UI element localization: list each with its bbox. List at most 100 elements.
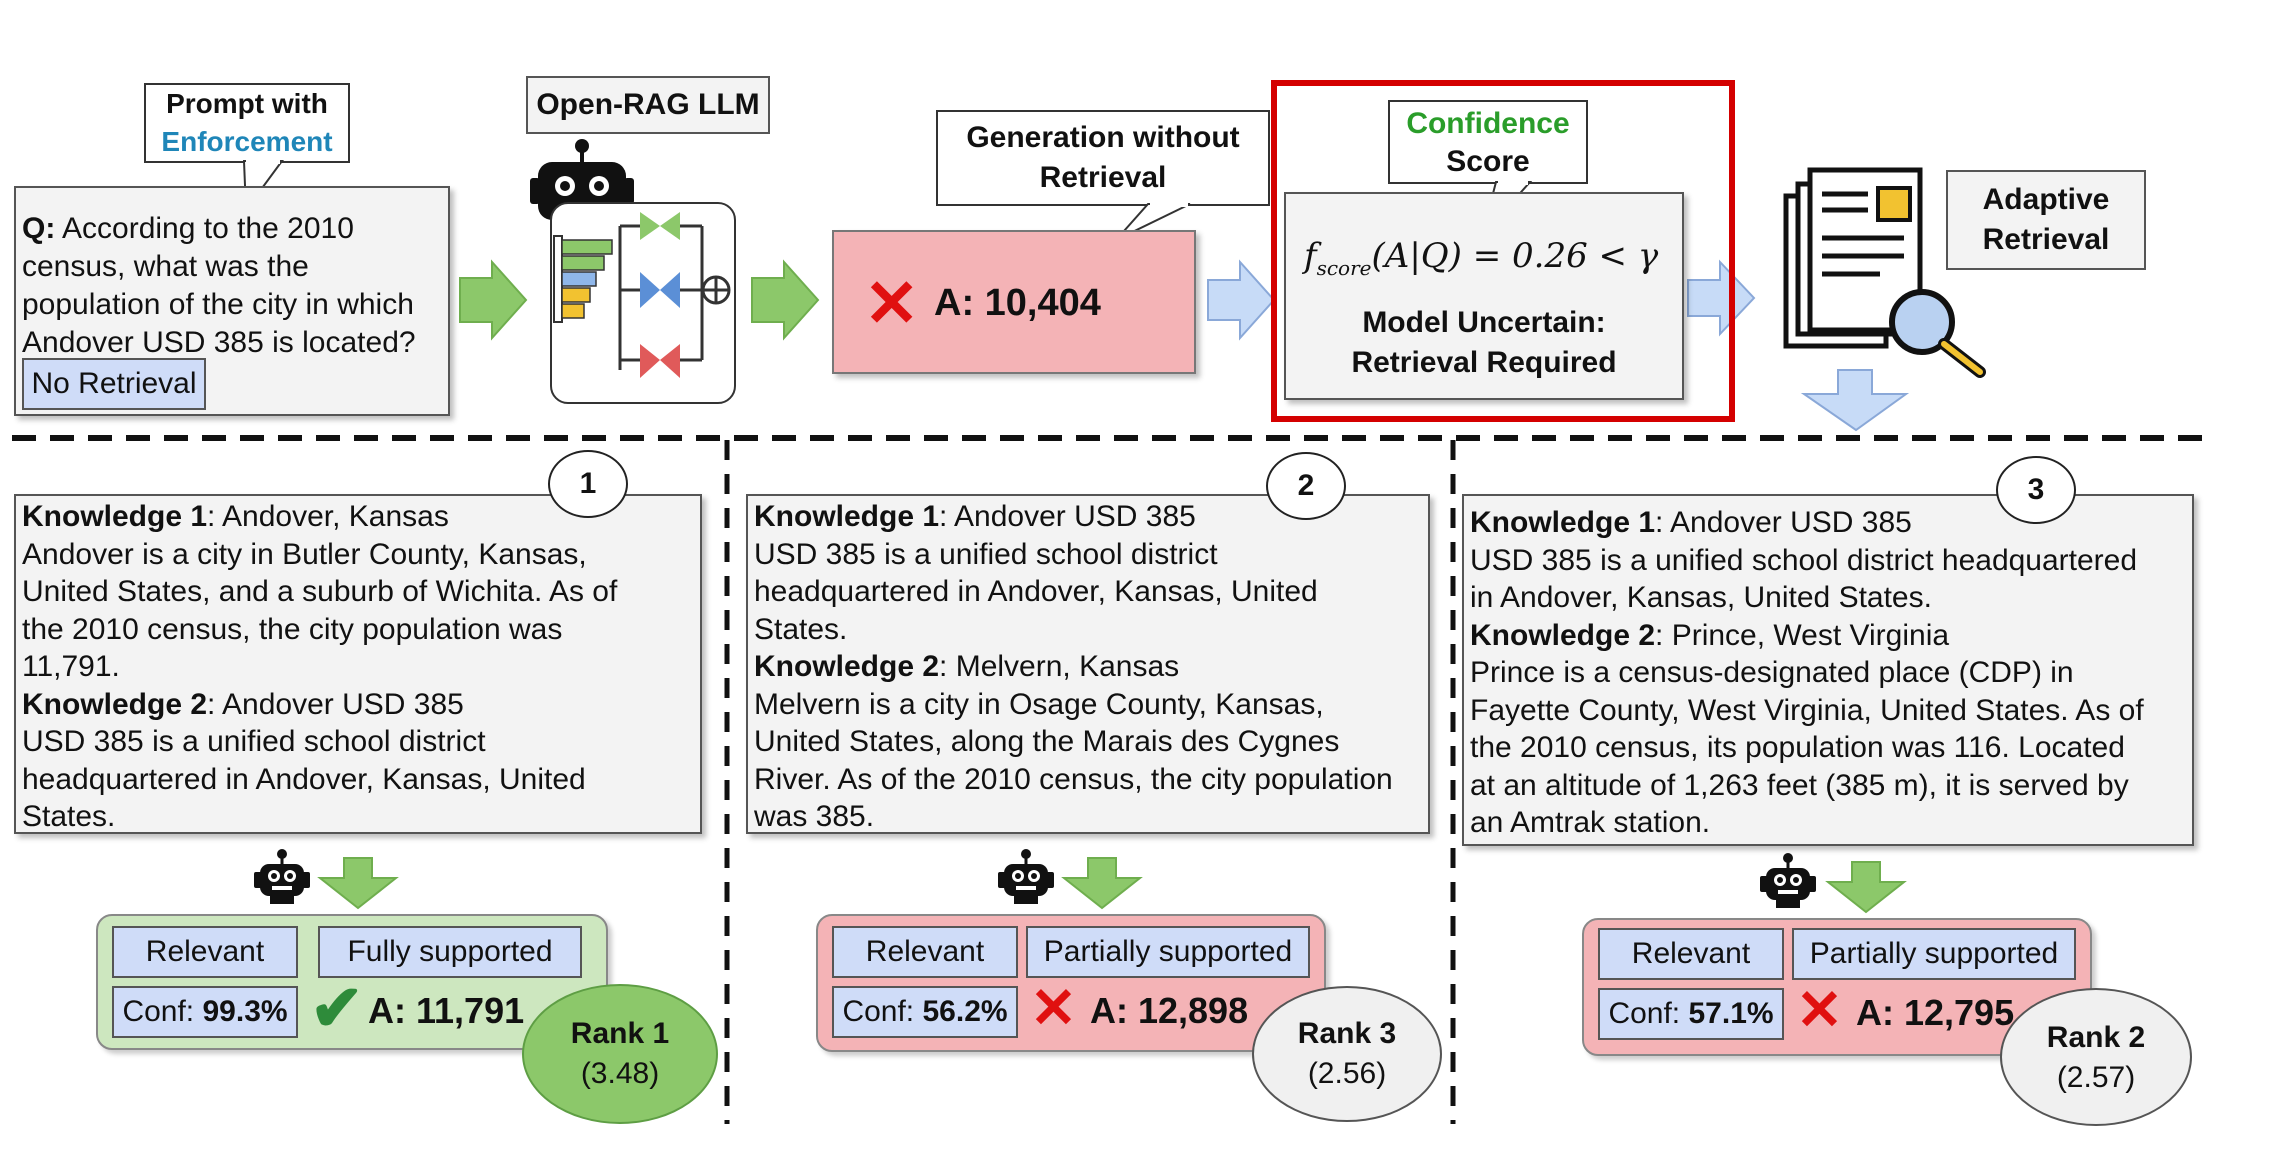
cross-icon: ✕ [864,266,920,340]
knowledge-line: Knowledge 2: Melvern, Kansas [754,650,1180,683]
robot-icon [1760,853,1816,908]
knowledge-box-1: Knowledge 1: Andover, Kansas Andover is … [14,494,702,834]
answer-text: A: 12,795 [1856,992,2015,1033]
conf-value: 56.2% [922,995,1008,1028]
rank-score: (3.48) [580,1057,660,1090]
knowledge-line: the 2010 census, its population was 116.… [1470,731,2125,764]
arrow-down-icon [317,857,399,910]
knowledge-line: Knowledge 2: Prince, West Virginia [1470,618,1950,652]
knowledge-line: was 385. [754,800,875,833]
relevant-badge: Relevant [1598,928,1784,980]
knowledge-line: in Andover, Kansas, United States. [1470,581,1932,614]
knowledge-line: Knowledge 1: Andover, Kansas [22,500,449,533]
adaptive-line1: Adaptive [1982,183,2110,216]
rank-score: (2.56) [1307,1057,1387,1090]
knowledge-box-3: Knowledge 1: Andover USD 385 USD 385 is … [1462,494,2194,846]
rank-label: Rank 3 [1297,1017,1397,1050]
model-uncertain-label: Model Uncertain: [1362,306,1606,339]
knowledge-line: States. [754,612,848,646]
no-retrieval-badge: No Retrieval [22,358,206,410]
formula-sub: score [1316,255,1372,280]
relevant-badge: Relevant [112,926,298,978]
knowledge-line: Prince is a census-designated place (CDP… [1470,656,2074,689]
knowledge-line: Knowledge 1: Andover USD 385 [1470,506,1912,539]
confidence-badge: Conf: 57.1% [1598,988,1784,1040]
gen-tag-line1: Generation without [966,121,1240,154]
arrow-down-icon [1061,857,1143,910]
knowledge-line: River. As of the 2010 census, the city p… [754,762,1393,796]
confidence-formula: fscore(A|Q) = 0.26 < γ [1304,236,1658,280]
confidence-badge: Conf: 99.3% [112,986,298,1038]
relevant-badge: Relevant [832,926,1018,978]
rank-label: Rank 2 [2046,1021,2146,1054]
knowledge-line: 11,791. [22,650,120,683]
knowledge-line: Melvern is a city in Osage County, Kansa… [754,687,1324,721]
no-retrieval-answer: A: 10,404 [934,282,1101,324]
robot-icon [998,849,1054,904]
knowledge-line: United States, along the Marais des Cygn… [754,725,1340,758]
adaptive-retrieval-tag: Adaptive Retrieval [1946,170,2146,270]
answer-text: A: 12,898 [1090,990,1249,1031]
rank-score: (2.57) [2056,1061,2136,1094]
gen-tag-line2: Retrieval [1039,161,1167,194]
rank-label: Rank 1 [570,1017,670,1050]
formula-rest: (A|Q) = 0.26 < γ [1371,236,1659,276]
rank-badge-3: Rank 3 (2.56) [1252,986,1442,1122]
conf-label: Conf: [842,995,923,1028]
knowledge-line: headquartered in Andover, Kansas, United [754,575,1318,608]
knowledge-line: Knowledge 2: Andover USD 385 [22,687,464,721]
support-badge: Partially supported [1792,928,2076,980]
arrow-down-icon [1800,369,1910,432]
rank-badge-2: Rank 2 (2.57) [2000,988,2192,1126]
confidence-tag-line2: Score [1446,145,1530,178]
llm-tag: Open-RAG LLM [526,76,770,134]
knowledge-line: the 2010 census, the city population was [22,612,563,646]
knowledge-line: at an altitude of 1,263 feet (385 m), it… [1470,768,2129,802]
adaptive-line2: Retrieval [1982,223,2110,256]
support-badge: Fully supported [318,926,582,978]
check-icon: ✔ [310,972,364,1044]
support-badge: Partially supported [1026,926,1310,978]
conf-label: Conf: [122,995,203,1028]
knowledge-line: Fayette County, West Virginia, United St… [1470,693,2144,727]
arrow-right-icon [459,259,528,341]
retrieval-required-label: Retrieval Required [1351,346,1617,379]
question-line: Q: According to the 2010 [22,210,442,248]
arrow-right-icon [751,259,820,341]
question-line: Andover USD 385 is located? [22,326,416,359]
knowledge-line: an Amtrak station. [1470,806,1711,839]
cross-icon: ✕ [1796,978,1843,1041]
cross-icon: ✕ [1030,976,1077,1039]
conf-value: 57.1% [1688,997,1774,1030]
question-box: Q: According to the 2010 census, what wa… [14,186,450,416]
knowledge-line: USD 385 is a unified school district hea… [1470,543,2138,577]
question-line: census, what was the [22,250,309,283]
arrow-down-icon [1825,861,1907,914]
question-line: population of the city in which [22,288,414,321]
arrow-right-icon [1687,259,1756,337]
question-text: According to the 2010 [55,212,354,245]
answer-text: A: 11,791 [368,990,525,1031]
panel-number-3: 3 [1996,456,2076,524]
knowledge-box-2: Knowledge 1: Andover USD 385 USD 385 is … [746,494,1430,834]
knowledge-line: Knowledge 1: Andover USD 385 [754,500,1196,533]
confidence-highlight [1271,80,1735,422]
knowledge-line: USD 385 is a unified school district [22,725,486,758]
robot-icon [254,849,310,904]
panel-number-2: 2 [1266,452,1346,520]
knowledge-line: headquartered in Andover, Kansas, United [22,762,586,796]
confidence-tag-line1: Confidence [1406,107,1570,140]
knowledge-line: USD 385 is a unified school district [754,537,1218,571]
prompt-tag-line1: Prompt with [166,88,328,119]
formula-f: f [1304,236,1317,276]
arrow-right-icon [1207,259,1276,341]
rank-badge-1: Rank 1 (3.48) [522,984,718,1124]
conf-value: 99.3% [202,995,288,1028]
question-label: Q: [22,212,56,245]
generation-without-retrieval-tag: Generation without Retrieval [936,110,1270,206]
confidence-score-tag: Confidence Score [1388,100,1588,184]
